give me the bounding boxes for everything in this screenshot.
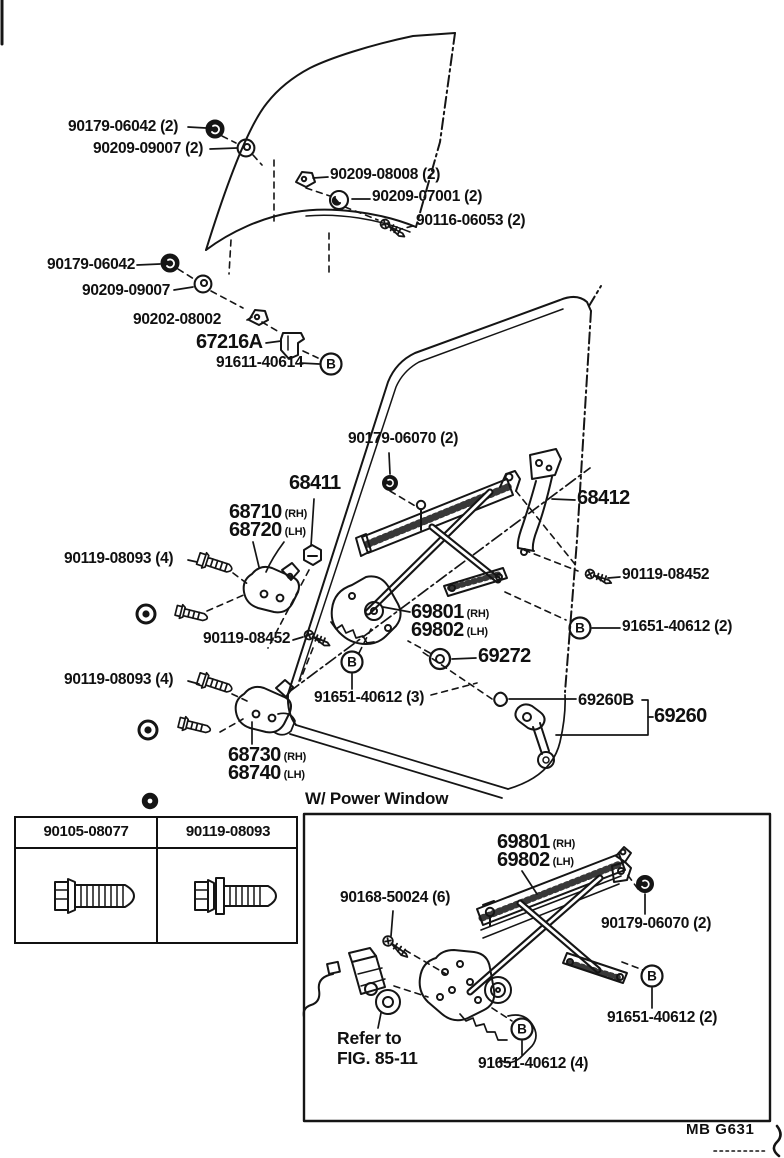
pw-motor	[302, 947, 401, 1018]
roller-69272	[428, 647, 452, 671]
part-label-90119-08093-lower: 90119-08093 (4)	[64, 671, 174, 688]
clip-icon	[248, 171, 316, 326]
part-label-90119-08093-upper: 90119-08093 (4)	[64, 550, 174, 567]
sector-gear-plate	[330, 575, 402, 645]
circled-b-label: B	[517, 1022, 527, 1037]
part-label-69272: 69272	[478, 645, 531, 667]
part-label-69802-lh: 69802(LH)	[411, 619, 488, 641]
gear-teeth	[330, 621, 375, 644]
part-label-91611-40614: 91611-40614	[216, 354, 304, 371]
part-label-90116-06053: 90116-06053 (2)	[416, 212, 526, 229]
part-label-91651-40612-qty3: 91651-40612 (3)	[314, 689, 425, 706]
pw-regulator	[418, 846, 632, 1064]
page-code: MB G631	[686, 1121, 755, 1138]
power-window-section-title: W/ Power Window	[305, 789, 449, 808]
pw-gear-teeth	[459, 1013, 508, 1041]
circled-b-label: B	[326, 357, 336, 372]
crank-spindle	[364, 601, 384, 621]
pw-drum	[484, 976, 512, 1004]
washer-icon	[135, 603, 159, 810]
handle-clip-69260B	[493, 691, 508, 707]
window-crank-handle	[493, 691, 555, 769]
part-label-90119-08452-right: 90119-08452	[622, 566, 710, 583]
table-header-rule	[16, 847, 296, 850]
pw-equalizer-arm	[562, 952, 628, 984]
grommet-icon	[193, 138, 350, 294]
part-label-91651-40612-qty2: 91651-40612 (2)	[622, 618, 733, 635]
part-label-90119-08452-left: 90119-08452	[203, 630, 291, 647]
part-label-90179-06070: 90179-06070 (2)	[348, 430, 459, 447]
pw-part-label-91651-40612-qty4: 91651-40612 (4)	[478, 1055, 589, 1072]
guide-channel-68412	[516, 448, 562, 556]
circled-b-label: B	[647, 969, 657, 984]
part-label-68412: 68412	[577, 487, 630, 509]
pw-arm-main	[466, 874, 604, 996]
motor-wire	[302, 973, 334, 1018]
part-label-90179-06042: 90179-06042	[47, 256, 136, 273]
pw-part-label-69802-lh: 69802(LH)	[497, 849, 574, 871]
part-label-90209-09007: 90209-09007	[82, 282, 171, 299]
circled-b-label: B	[575, 621, 585, 636]
regulator-rail	[361, 478, 514, 554]
pw-arm-cross	[516, 899, 602, 974]
upper-hinge	[242, 562, 300, 614]
fastener-reference-table: 90105-08077 90119-08093	[14, 816, 298, 944]
part-label-90168-50024: 90168-50024 (6)	[340, 889, 451, 906]
part-label-68740-lh: 68740(LH)	[228, 762, 305, 784]
part-label-69260B: 69260B	[578, 691, 634, 709]
regulator-arm-main	[364, 488, 494, 616]
part-label-90209-07001: 90209-07001 (2)	[372, 188, 483, 205]
part-label-90202-08002: 90202-08002	[133, 311, 222, 328]
part-label-69260: 69260	[654, 705, 707, 727]
part-label-68411: 68411	[289, 472, 341, 494]
lower-hinge	[234, 679, 296, 736]
clip-68411	[303, 544, 322, 566]
table-divider	[156, 818, 159, 942]
door-panel	[286, 285, 602, 799]
equalizer-arm	[443, 567, 508, 597]
part-label-90209-08008: 90209-08008 (2)	[330, 166, 441, 183]
rail-bracket	[499, 470, 521, 492]
refer-note-line1: Refer to	[337, 1028, 402, 1048]
part-label-90209-09007-qty2: 90209-09007 (2)	[93, 140, 204, 157]
refer-note-line2: FIG. 85-11	[337, 1048, 418, 1068]
door-glass	[205, 32, 456, 275]
part-label-68720-lh: 68720(LH)	[229, 519, 306, 541]
part-label-67216A: 67216A	[196, 331, 263, 353]
circled-b-label: B	[347, 655, 357, 670]
pw-part-label-90179-06070: 90179-06070 (2)	[601, 915, 712, 932]
table-header-90119-08093: 90119-08093	[185, 823, 271, 840]
part-label-90179-06042-qty2: 90179-06042 (2)	[68, 118, 179, 135]
pw-plate	[418, 949, 496, 1022]
table-header-90105-08077: 90105-08077	[43, 823, 129, 840]
pw-part-label-91651-40612-qty2: 91651-40612 (2)	[607, 1009, 718, 1026]
regulator-arm-cross	[428, 523, 502, 584]
